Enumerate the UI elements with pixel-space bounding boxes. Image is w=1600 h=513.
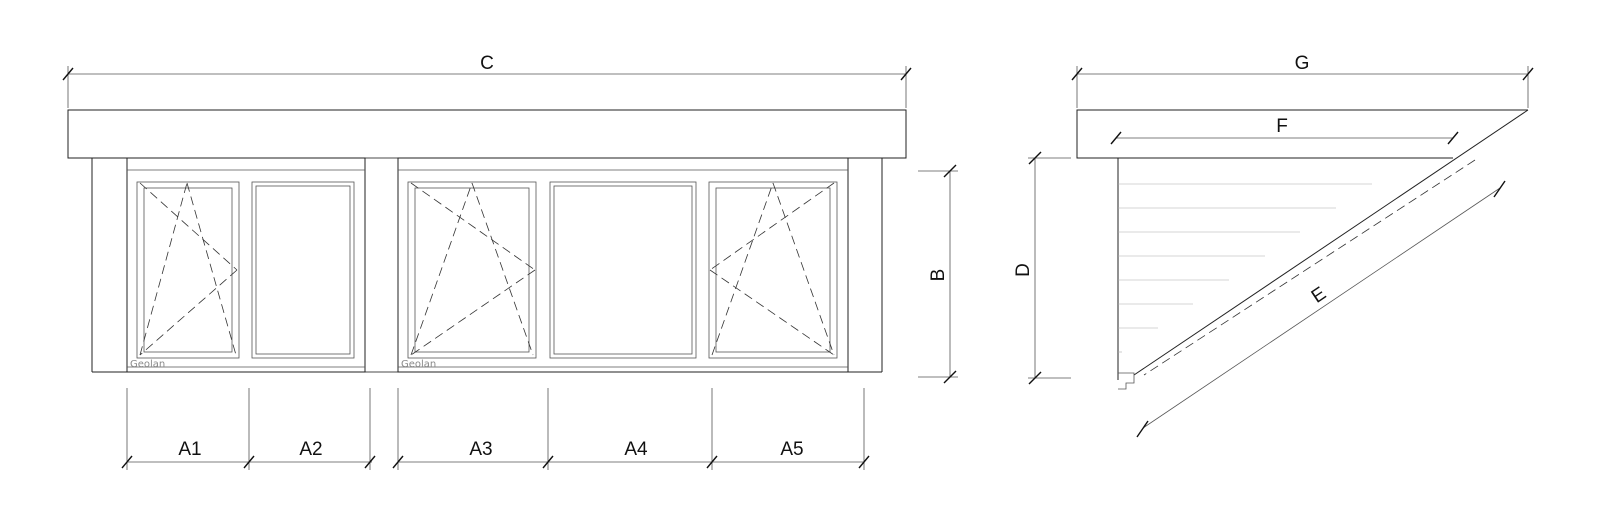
sash-a3 [407, 181, 537, 359]
dimension-c-label: C [480, 53, 494, 74]
roof-slab [67, 109, 907, 159]
roof-diagonal [1133, 109, 1529, 376]
dimension-a1-label: A1 [178, 439, 201, 460]
dimension-d: D [1013, 151, 1071, 385]
dimension-g: G [1071, 53, 1534, 108]
central-pier [364, 157, 399, 373]
cladding-lines [1118, 183, 1372, 353]
side-view: G F [1013, 53, 1534, 438]
sash-a1 [136, 181, 240, 359]
side-roof [1076, 109, 1528, 159]
front-view: C G [62, 53, 958, 470]
brand-mark-left: Geolan [130, 359, 165, 370]
dimension-b: B [918, 164, 958, 384]
left-window: Geolan [126, 157, 366, 373]
dimension-f: F [1110, 116, 1459, 145]
brand-mark-right: Geolan [401, 359, 436, 370]
dimension-a4-label: A4 [624, 439, 648, 460]
dimension-f-label: F [1276, 116, 1288, 137]
dimension-a2-label: A2 [299, 439, 322, 460]
sash-a5 [708, 181, 838, 359]
bottom-detail [1118, 372, 1135, 390]
dimension-b-label: B [928, 269, 949, 282]
dimension-a5-label: A5 [780, 439, 803, 460]
sash-a2 [251, 181, 355, 359]
dimension-a3-label: A3 [469, 439, 492, 460]
right-window: Geolan [397, 157, 849, 373]
dimension-e: E [1136, 180, 1506, 438]
inner-dashed-edge [1143, 159, 1476, 376]
dimension-d-label: D [1013, 263, 1034, 277]
sash-a4 [549, 181, 697, 359]
dimension-c: C [62, 53, 912, 108]
bottom-dimensions: A1 A2 A3 A4 A5 [121, 388, 870, 470]
dimension-g-label: G [1295, 53, 1310, 74]
